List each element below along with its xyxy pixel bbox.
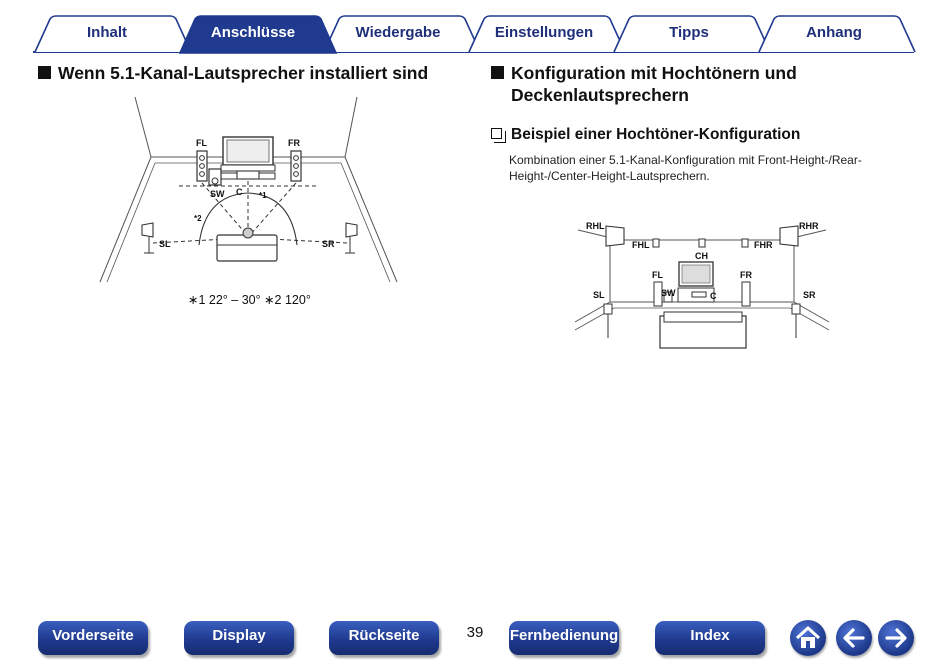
arrow-left-icon [843, 628, 865, 648]
speaker-fr [290, 150, 302, 182]
label-fhl: FHL [632, 240, 650, 250]
speaker-sr [345, 222, 358, 238]
label-sw: SW [661, 288, 676, 298]
label-sr: SR [803, 290, 816, 300]
speaker-sr-right-diagram [791, 303, 801, 315]
page-number: 39 [466, 624, 484, 641]
label-c: C [236, 187, 243, 197]
tab-anhang[interactable]: Anhang [806, 24, 862, 41]
speaker-fl-right-diagram [653, 281, 663, 307]
next-page-button[interactable] [878, 620, 914, 656]
description-line-2: Height-/Center-Height-Lautsprechern. [509, 169, 710, 183]
remote-control-button[interactable]: Fernbedienung [509, 621, 619, 655]
home-button[interactable] [790, 620, 826, 656]
tab-bar: Inhalt Anschlüsse Wiedergabe Einstellung… [0, 0, 950, 56]
label-rhl: RHL [586, 221, 605, 231]
speaker-fhr [741, 238, 749, 248]
home-icon [795, 626, 821, 648]
speaker-ch [698, 238, 706, 248]
rear-panel-button[interactable]: Rückseite [329, 621, 439, 655]
tab-wiedergabe[interactable]: Wiedergabe [355, 24, 441, 41]
display-button[interactable]: Display [184, 621, 294, 655]
label-ch: CH [695, 251, 708, 261]
label-fl: FL [652, 270, 663, 280]
arrow-right-icon [885, 628, 907, 648]
label-fl: FL [196, 138, 207, 148]
description-line-1: Kombination einer 5.1-Kanal-Konfiguratio… [509, 153, 862, 167]
label-fr: FR [288, 138, 300, 148]
tab-anschluesse[interactable]: Anschlüsse [210, 24, 296, 41]
label-rhr: RHR [799, 221, 819, 231]
tab-tipps[interactable]: Tipps [669, 24, 709, 41]
label-fr: FR [740, 270, 752, 280]
index-button[interactable]: Index [655, 621, 765, 655]
label-fhr: FHR [754, 240, 773, 250]
label-c: C [710, 291, 717, 301]
section-heading-height: Konfiguration mit Hochtönern und Deckenl… [511, 62, 797, 106]
speaker-sw-right-diagram [663, 291, 673, 303]
label-sl: SL [159, 239, 171, 249]
section-bullet [491, 66, 504, 79]
label-sr: SR [322, 239, 335, 249]
heading-line-2: Deckenlautsprechern [511, 85, 689, 105]
tab-inhalt[interactable]: Inhalt [87, 24, 127, 41]
description: Kombination einer 5.1-Kanal-Konfiguratio… [509, 152, 862, 184]
speaker-rhl [605, 225, 625, 247]
speaker-fl [196, 150, 208, 182]
tab-bar-shapes [33, 15, 916, 54]
section-heading-5-1: Wenn 5.1-Kanal-Lautsprecher installiert … [58, 63, 429, 83]
speaker-rhr [779, 225, 799, 247]
speaker-sw [208, 168, 222, 186]
subheading-example: Beispiel einer Hochtöner-Konfiguration [511, 126, 801, 143]
label-mark1: *1 [259, 191, 267, 200]
diagram-5-1-layout: FL FR SW C SL SR *1 *2 [99, 96, 398, 283]
speaker-sl-right-diagram [603, 303, 613, 315]
label-mark2: *2 [194, 214, 202, 223]
angle-footnote: ∗1 22° – 30° ∗2 120° [188, 293, 311, 307]
label-sw: SW [210, 189, 225, 199]
speaker-sl [141, 222, 154, 238]
label-sl: SL [593, 290, 605, 300]
previous-page-button[interactable] [836, 620, 872, 656]
checkbox-bullet-icon [491, 128, 506, 143]
speaker-fr-right-diagram [741, 281, 751, 307]
heading-line-1: Konfiguration mit Hochtönern und [511, 63, 797, 83]
section-bullet [38, 66, 51, 79]
diagram-height-layout: RHL RHR FHL FHR CH FL FR SL SR SW C [574, 221, 830, 349]
tab-einstellungen[interactable]: Einstellungen [494, 24, 594, 41]
speaker-c [236, 170, 260, 180]
speaker-fhl [652, 238, 660, 248]
front-panel-button[interactable]: Vorderseite [38, 621, 148, 655]
